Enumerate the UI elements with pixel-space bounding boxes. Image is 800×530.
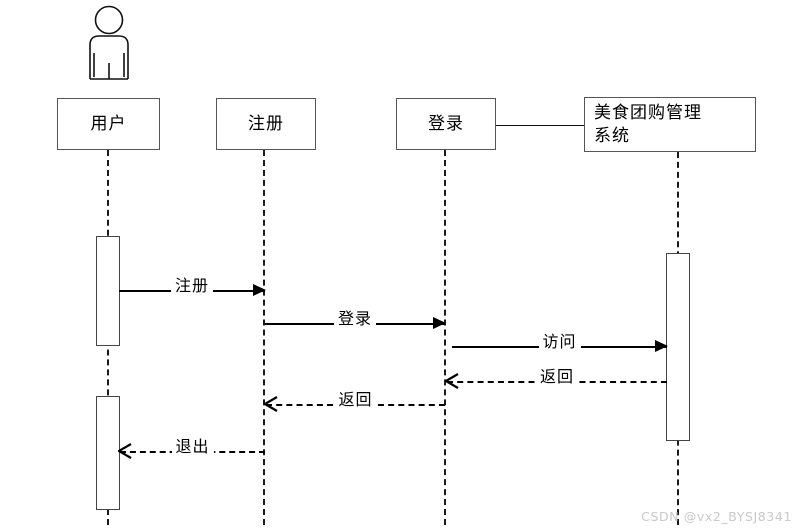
message-label-access: 访问 [538, 334, 581, 350]
message-label-return-system-login: 返回 [535, 369, 579, 385]
participant-label-register: 注册 [248, 113, 284, 134]
activation-bar-user-2 [96, 396, 120, 510]
participant-box-register[interactable]: 注册 [216, 98, 316, 150]
connector-login-system [496, 125, 584, 126]
arrowhead-right-icon [655, 340, 668, 352]
lifeline-register [263, 150, 265, 525]
participant-box-user[interactable]: 用户 [57, 98, 160, 150]
watermark: CSDN @vx2_BYSJ8341 [641, 509, 792, 524]
message-label-exit: 退出 [171, 439, 214, 455]
participant-box-system[interactable]: 美食团购管理 系统 [584, 97, 756, 152]
participant-label-system: 美食团购管理 系统 [594, 102, 702, 146]
arrowhead-right-icon [433, 317, 446, 329]
arrowhead-left-open-icon [116, 443, 132, 459]
activation-bar-system-1 [666, 253, 690, 441]
arrowhead-left-open-icon [262, 396, 278, 412]
actor-stick-figure [76, 5, 142, 93]
message-label-login: 登录 [333, 311, 377, 327]
arrowhead-left-open-icon [443, 373, 459, 389]
participant-label-user: 用户 [90, 113, 127, 134]
lifeline-login [444, 150, 446, 525]
arrowhead-right-icon [253, 284, 266, 296]
participant-box-login[interactable]: 登录 [396, 98, 496, 150]
activation-bar-user-1 [96, 236, 120, 346]
participant-label-login: 登录 [428, 113, 464, 134]
message-label-register: 注册 [170, 278, 214, 294]
message-label-return-login-register: 返回 [334, 392, 377, 408]
